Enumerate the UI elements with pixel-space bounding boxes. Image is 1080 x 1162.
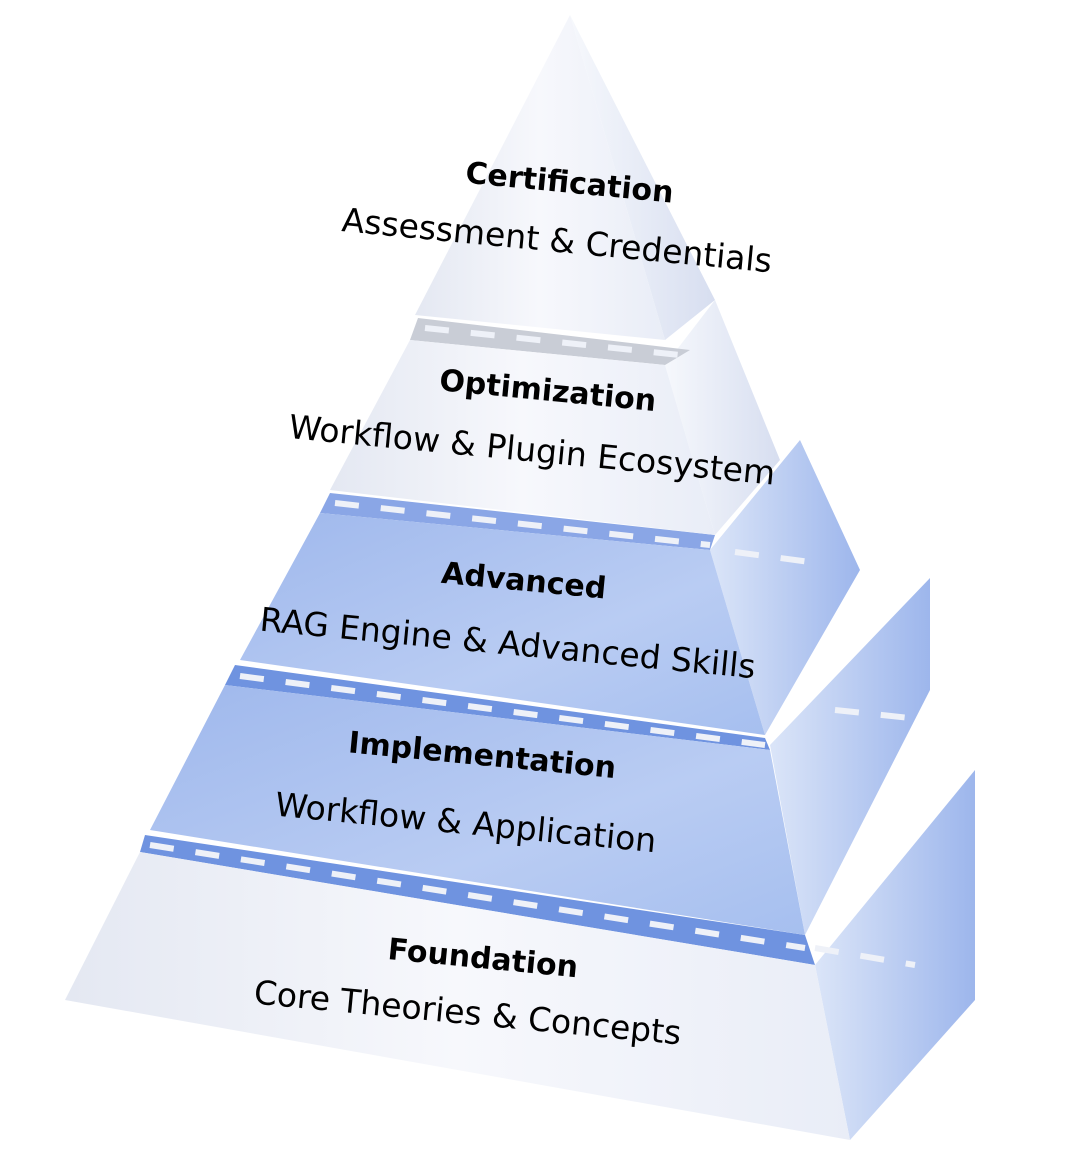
tier-side <box>665 300 780 535</box>
tier-side <box>570 15 715 340</box>
tier-side <box>815 770 975 1140</box>
tier-front <box>240 513 765 735</box>
tier-certification: Certification Assessment & Credentials <box>340 15 774 340</box>
dashed-divider <box>334 500 711 548</box>
tier-advanced: Advanced RAG Engine & Advanced Skills <box>240 440 860 735</box>
tier-front <box>150 685 805 935</box>
tier-top-gap <box>410 318 690 365</box>
dashed-divider <box>149 842 806 951</box>
tier-front <box>65 852 850 1140</box>
dashed-divider <box>734 549 811 565</box>
tier-foundation: Foundation Core Theories & Concepts <box>65 770 975 1140</box>
tier-front <box>330 340 715 535</box>
tier-optimization: Optimization Workflow & Plugin Ecosystem <box>287 300 780 535</box>
tier-front <box>415 15 665 340</box>
dashed-divider <box>834 707 911 721</box>
tier-side <box>710 440 860 735</box>
tier-implementation: Implementation Workflow & Application <box>150 578 930 935</box>
dashed-divider <box>814 945 916 968</box>
tier-side <box>770 578 930 935</box>
tier-top-gap <box>225 665 770 750</box>
